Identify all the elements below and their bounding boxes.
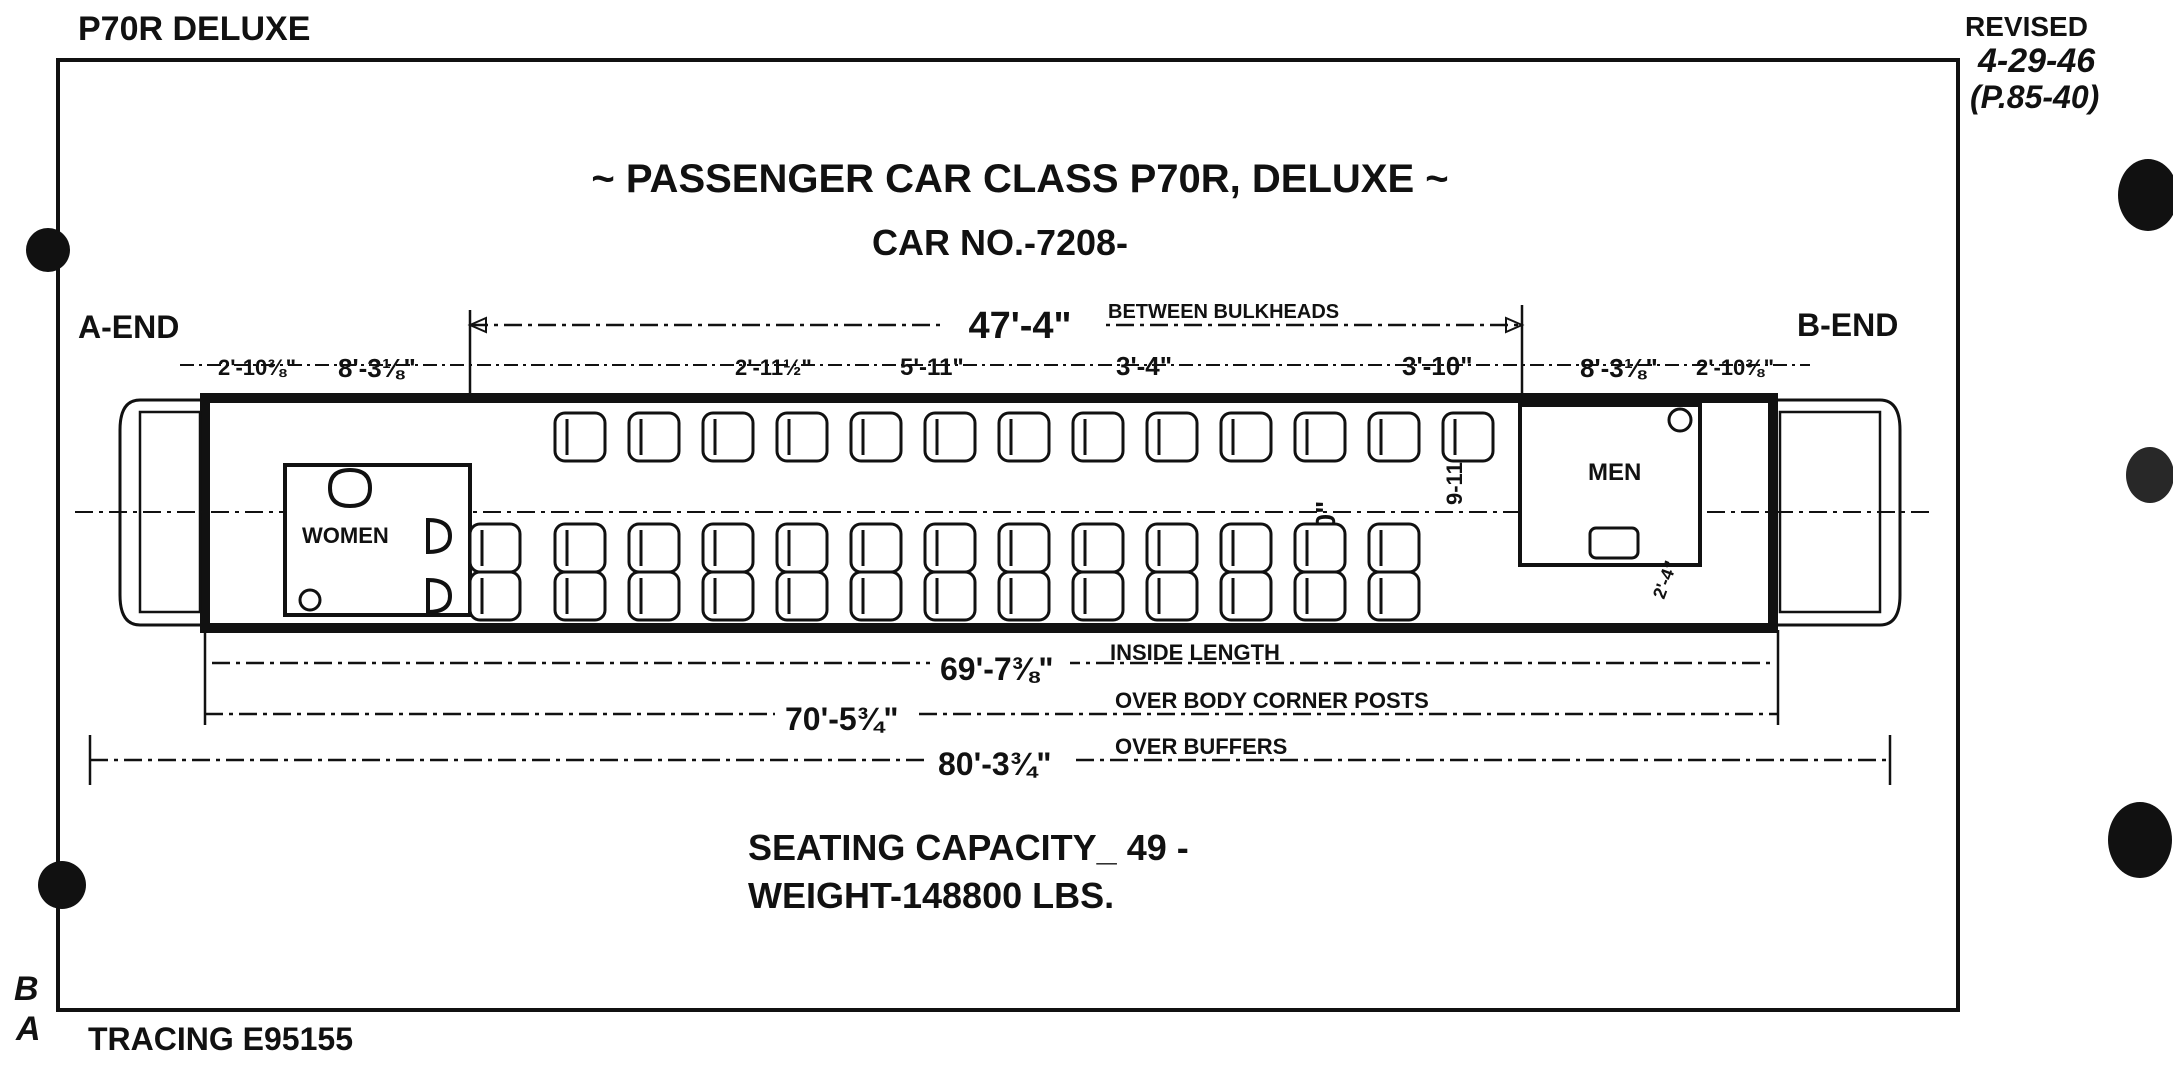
passenger-seat [1219,411,1273,463]
passenger-seat [468,522,522,574]
passenger-seat [1441,411,1495,463]
dim-seat-a: 2'-11½" [735,355,812,380]
drawing-title: ~ PASSENGER CAR CLASS P70R, DELUXE ~ [591,157,1448,201]
passenger-seat [701,570,755,622]
men-room [1518,403,1702,567]
passenger-seat [1145,570,1199,622]
dimension-label-bg [775,690,915,734]
class-tag: P70R DELUXE [78,10,310,48]
a-end-label: A-END [78,309,179,345]
men-fixture [1588,526,1640,560]
women-fixture [426,577,453,615]
tracing-number: TRACING E95155 [88,1021,353,1057]
aisle-note: 9-11 [1442,462,1467,505]
passenger-seat [1145,411,1199,463]
dim-b-men: 8'-3⅛" [1580,353,1658,383]
passenger-seat [701,522,755,574]
side-mark-b: B [14,970,39,1008]
passenger-seat [1145,522,1199,574]
drawing-border [56,58,1960,1012]
women-room-label: WOMEN [302,523,389,548]
between-bulkheads-value: 47'-4" [968,305,1071,347]
dim-seat-b: 5'-11" [900,354,964,381]
passenger-seat [997,411,1051,463]
revised-date: 4-29-46 [1977,42,2096,80]
passenger-seat [1367,570,1421,622]
side-mark-a: A [15,1010,41,1048]
women-fixture [426,517,453,555]
dim-a-vestibule: 2'-10⅜" [218,355,296,380]
passenger-seat [1367,411,1421,463]
upper-seat-row [553,411,1495,463]
passenger-seat [775,411,829,463]
seating-capacity: SEATING CAPACITY_ 49 - [748,827,1189,868]
revised-ref: (P.85-40) [1970,79,2099,115]
men-room-label: MEN [1588,459,1641,486]
b-end-label: B-END [1797,307,1898,343]
vestibule-b [1778,410,1882,614]
passenger-seat [923,411,977,463]
over-buffers-label: OVER BUFFERS [1115,734,1287,759]
passenger-seat [701,411,755,463]
over-buffers-value: 80'-3¾" [938,746,1052,782]
inside-length-label: INSIDE LENGTH [1110,640,1280,665]
passenger-seat [1293,570,1347,622]
punch-hole [26,228,70,272]
car-body-outline [118,398,1902,627]
car-number: CAR NO.-7208- [872,222,1128,263]
passenger-seat [1219,570,1273,622]
passenger-seat [997,522,1051,574]
punch-hole [2108,802,2172,878]
passenger-seat [553,411,607,463]
passenger-seat [1071,522,1125,574]
passenger-seat [1367,522,1421,574]
passenger-seat [997,570,1051,622]
passenger-seat [923,522,977,574]
passenger-seat [627,411,681,463]
passenger-seat [849,411,903,463]
corner-posts-value: 70'-5¾" [785,701,899,737]
passenger-seat [849,570,903,622]
women-fixture [327,467,373,509]
revised-label: REVISED [1965,11,2088,42]
men-fixture [1667,407,1693,433]
dim-seat-c: 3'-4" [1116,351,1172,381]
between-bulkheads-label: BETWEEN BULKHEADS [1108,301,1339,323]
passenger-seat [923,570,977,622]
passenger-seat [468,570,522,622]
women-fixture [298,588,322,612]
passenger-seat [627,570,681,622]
car-weight: WEIGHT-148800 LBS. [748,875,1114,916]
inside-length-value: 69'-7⅜" [940,651,1054,687]
dim-a-women: 8'-3⅛" [338,353,416,383]
passenger-seat [627,522,681,574]
passenger-seat [1293,411,1347,463]
passenger-seat [1071,570,1125,622]
passenger-seat [1293,522,1347,574]
punch-hole [2118,159,2173,231]
passenger-seat [849,522,903,574]
corner-posts-label: OVER BODY CORNER POSTS [1115,688,1429,713]
passenger-seat [775,522,829,574]
passenger-seat [775,570,829,622]
lower-seat-row [468,522,1421,622]
passenger-seat [1071,411,1125,463]
dimension-arrow [467,316,1525,334]
vestibule-a [138,410,202,614]
dimension-label-bg [930,640,1070,684]
punch-hole [38,861,86,909]
passenger-seat [553,570,607,622]
dimension-label-bg [930,738,1070,782]
passenger-seat [553,522,607,574]
passenger-seat [1219,522,1273,574]
dim-b-vestibule: 2'-10⅜" [1696,355,1774,380]
dimension-label-bg [940,300,1100,342]
ink-smudge [2126,447,2173,503]
dim-seat-d: 3'-10" [1402,351,1473,381]
